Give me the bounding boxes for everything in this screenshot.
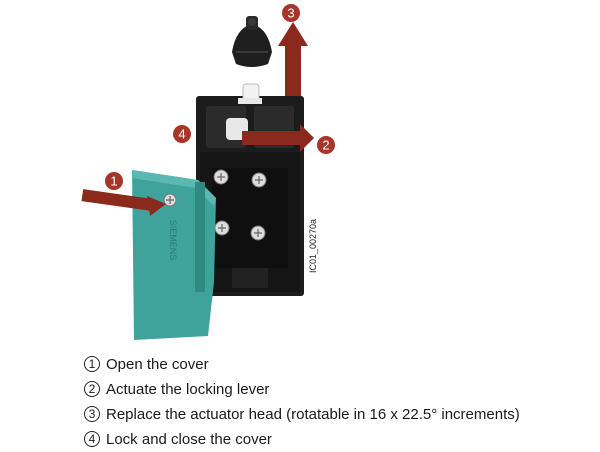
arrow-locking-lever xyxy=(242,124,314,152)
arrow-replace-head xyxy=(278,22,308,96)
callout-badge-2: 2 xyxy=(317,136,335,154)
legend-number: 3 xyxy=(84,406,100,422)
legend-number: 4 xyxy=(84,431,100,447)
switch-assembly-figure: SIEMENS IC01_00270a 1 2 3 4 xyxy=(81,4,335,340)
brand-label: SIEMENS xyxy=(168,220,178,261)
legend-item: 1 Open the cover xyxy=(84,352,584,376)
legend-text: Lock and close the cover xyxy=(106,430,272,448)
legend-item: 2 Actuate the locking lever xyxy=(84,377,584,401)
callout-label: 1 xyxy=(110,174,117,189)
legend-item: 3 Replace the actuator head (rotatable i… xyxy=(84,402,584,426)
callout-label: 4 xyxy=(178,127,185,142)
legend-text: Actuate the locking lever xyxy=(106,380,270,398)
callout-badge-4: 4 xyxy=(173,125,191,143)
arrow-open-cover xyxy=(81,189,166,216)
legend-text: Open the cover xyxy=(106,355,209,373)
cover: SIEMENS xyxy=(132,170,216,340)
callout-badge-3: 3 xyxy=(282,4,300,22)
callout-label: 2 xyxy=(322,138,329,153)
legend-text: Replace the actuator head (rotatable in … xyxy=(106,405,520,423)
screw-set xyxy=(213,169,267,241)
legend-number: 2 xyxy=(84,381,100,397)
legend-item: 4 Lock and close the cover xyxy=(84,427,584,451)
legend-number: 1 xyxy=(84,356,100,372)
callout-badge-1: 1 xyxy=(105,172,123,190)
legend-list: 1 Open the cover 2 Actuate the locking l… xyxy=(84,352,584,452)
callout-label: 3 xyxy=(287,6,294,21)
switch-body xyxy=(196,83,304,296)
figure-id: IC01_00270a xyxy=(308,219,318,273)
actuator-head xyxy=(232,16,272,67)
